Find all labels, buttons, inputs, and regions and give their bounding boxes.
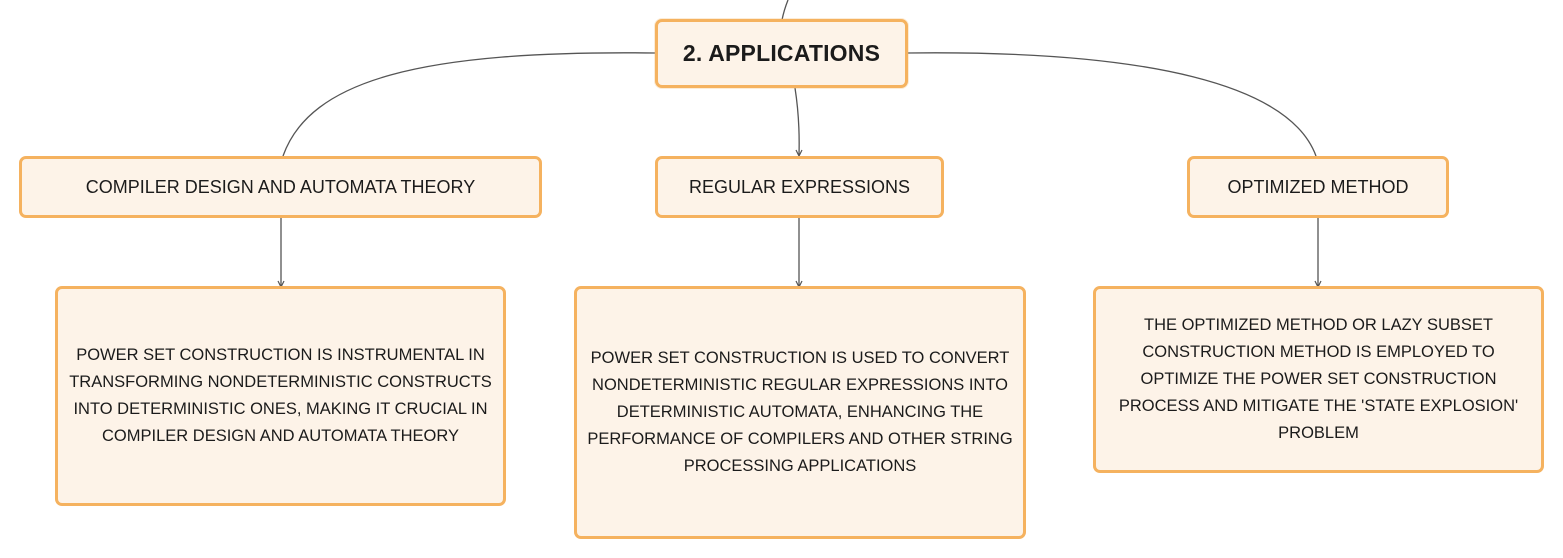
branch-node-optimized-method[interactable]: OPTIMIZED METHOD	[1187, 156, 1449, 218]
root-to-optimized-connector	[906, 52, 1317, 157]
detail-node-regular-expressions[interactable]: POWER SET CONSTRUCTION IS USED TO CONVER…	[574, 286, 1026, 539]
branch-node-compiler-design[interactable]: COMPILER DESIGN AND AUTOMATA THEORY	[19, 156, 542, 218]
root-to-compiler-connector	[282, 52, 656, 157]
branch-node-regular-expressions[interactable]: REGULAR EXPRESSIONS	[655, 156, 944, 218]
root-to-regex-connector	[794, 87, 800, 156]
detail-node-compiler-design[interactable]: POWER SET CONSTRUCTION IS INSTRUMENTAL I…	[55, 286, 506, 506]
detail-text-optimized-method: THE OPTIMIZED METHOD OR LAZY SUBSET CONS…	[1118, 316, 1519, 442]
root-node-applications[interactable]: 2. APPLICATIONS	[655, 19, 908, 88]
detail-text-regular-expressions: POWER SET CONSTRUCTION IS USED TO CONVER…	[587, 349, 1013, 475]
detail-text-compiler-design: POWER SET CONSTRUCTION IS INSTRUMENTAL I…	[69, 346, 492, 445]
parent-connector	[781, 0, 789, 21]
detail-node-optimized-method[interactable]: THE OPTIMIZED METHOD OR LAZY SUBSET CONS…	[1093, 286, 1544, 473]
